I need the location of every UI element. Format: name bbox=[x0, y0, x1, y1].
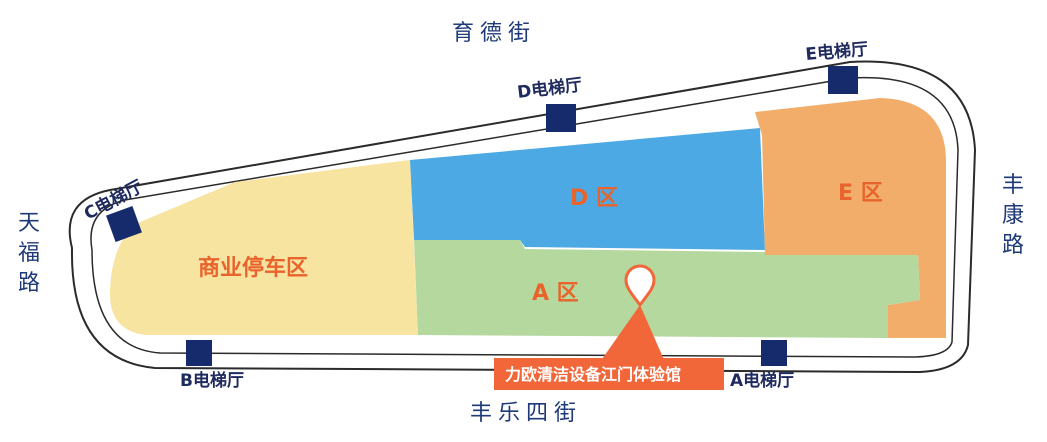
zone-commercial-parking[interactable] bbox=[109, 160, 418, 335]
elevator-box-b bbox=[186, 340, 212, 366]
elevator-box-c bbox=[106, 206, 142, 242]
elevator-label-d: D电梯厅 bbox=[516, 74, 583, 103]
marker-label-box bbox=[494, 358, 724, 390]
zone-a[interactable] bbox=[414, 240, 920, 338]
street-right: 丰康路 bbox=[1002, 173, 1030, 258]
zone-d[interactable] bbox=[410, 128, 765, 250]
map-pin-icon bbox=[624, 264, 656, 308]
elevator-label-a: A电梯厅 bbox=[730, 370, 794, 391]
zone-label-a: A 区 bbox=[532, 281, 579, 306]
street-top: 育德街 bbox=[452, 21, 536, 46]
zone-label-commercial-parking: 商业停车区 bbox=[198, 255, 308, 281]
zone-label-d: D 区 bbox=[570, 186, 618, 211]
elevator-box-a bbox=[761, 340, 787, 366]
elevator-box-d bbox=[546, 104, 576, 132]
zone-e[interactable] bbox=[755, 98, 946, 338]
svg-text:丰康路: 丰康路 bbox=[1002, 173, 1030, 258]
building-outline bbox=[68, 60, 977, 374]
zone-label-e: E 区 bbox=[838, 181, 883, 206]
svg-text:天福路: 天福路 bbox=[18, 211, 46, 296]
elevator-label-b: B电梯厅 bbox=[180, 370, 244, 391]
elevator-box-e bbox=[828, 66, 858, 94]
marker-pointer bbox=[600, 305, 665, 362]
street-bottom: 丰乐四街 bbox=[470, 401, 582, 426]
street-left: 天福路 bbox=[18, 211, 46, 296]
marker-label: 力欧清洁设备江门体验馆 bbox=[505, 365, 681, 384]
location-marker[interactable]: 力欧清洁设备江门体验馆 bbox=[494, 264, 724, 390]
